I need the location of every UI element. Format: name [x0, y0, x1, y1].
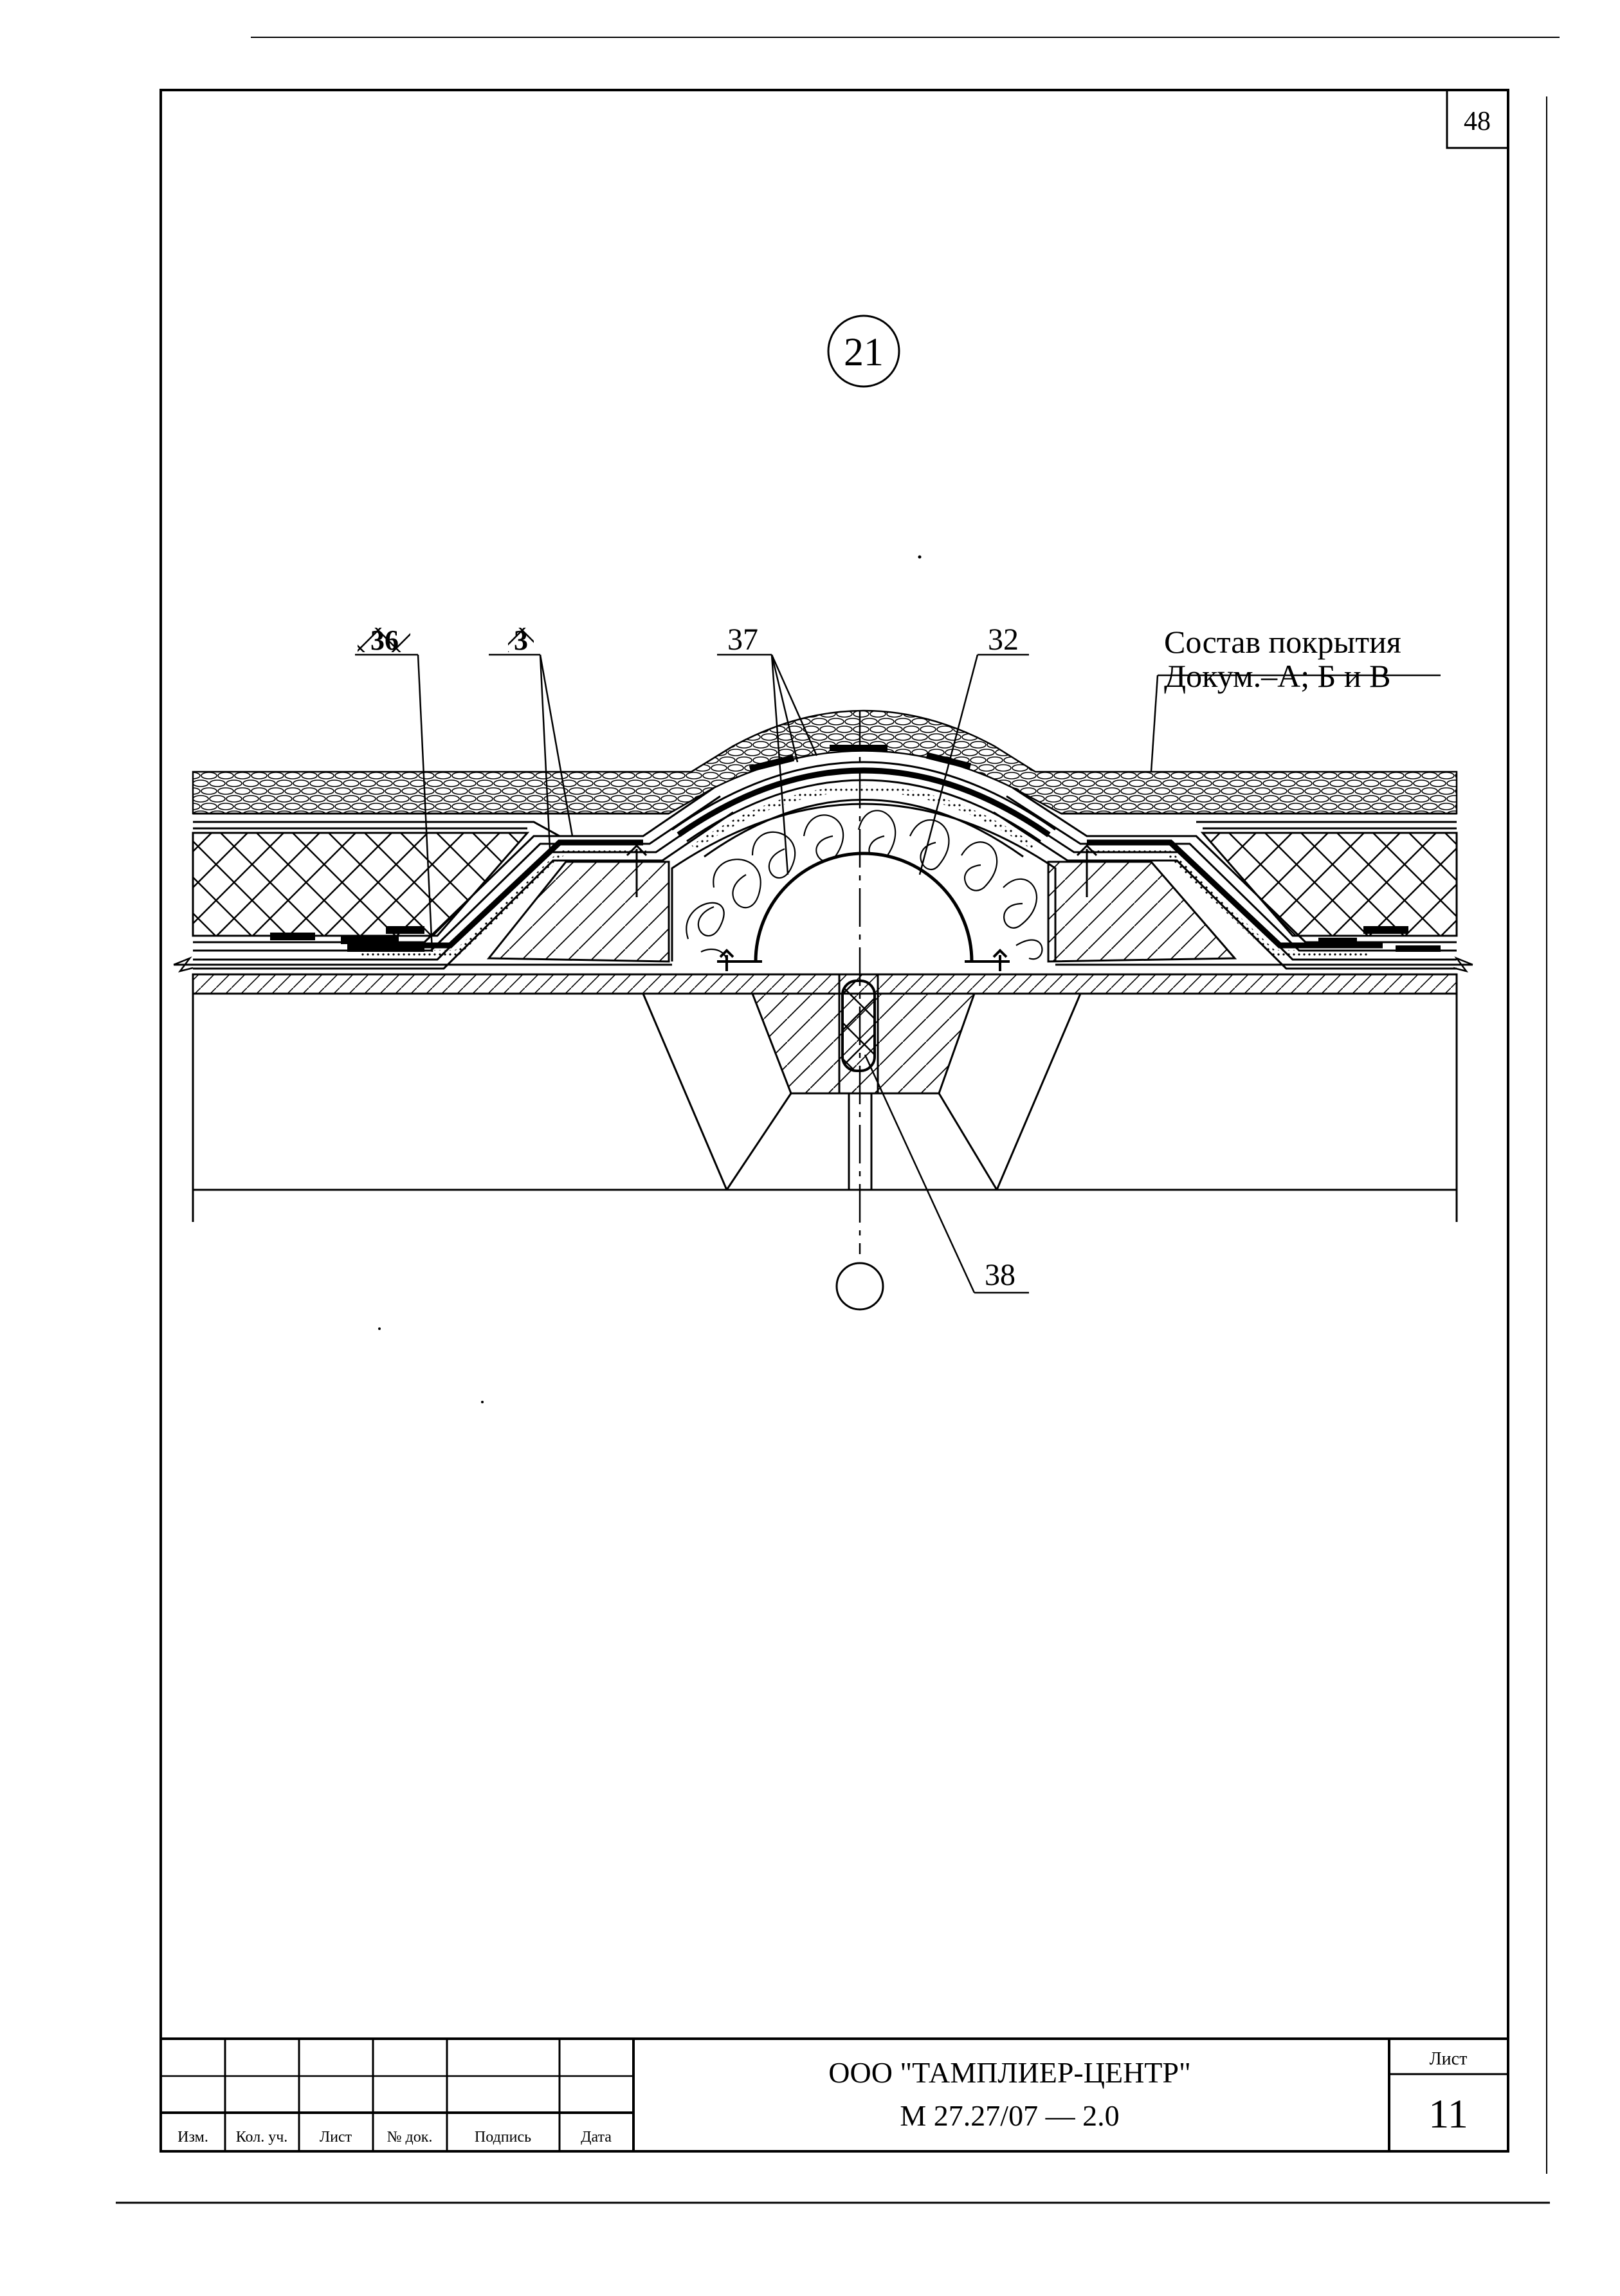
scan-specks — [378, 555, 922, 1403]
col-list: Лист — [320, 2129, 352, 2146]
callout-3-badge — [508, 628, 534, 652]
callout-38: 38 — [985, 1258, 1015, 1292]
beam-lines — [192, 993, 1458, 1222]
callout-36: 36 — [370, 624, 399, 656]
roof-note-line2: Докум.–А; Б и В — [1164, 658, 1391, 694]
roof-note-line1: Состав покрытия — [1164, 624, 1401, 660]
callout-32: 32 — [988, 623, 1019, 657]
dome-black-dashes — [749, 745, 972, 772]
black-strips-right — [1318, 926, 1441, 952]
sheet-number-top: 48 — [1464, 107, 1491, 136]
title-block-columns: Изм. Кол. уч. Лист № док. Подпись Дата — [177, 2129, 612, 2146]
col-signature: Подпись — [475, 2129, 531, 2146]
col-kol-uch: Кол. уч. — [236, 2129, 288, 2146]
spiral-filler — [686, 810, 1043, 962]
gravel-layer — [192, 709, 1458, 815]
arch-feet — [717, 949, 1010, 971]
slab — [192, 973, 1458, 995]
callout-3: 3 — [514, 624, 528, 656]
sheet-value: 11 — [1428, 2091, 1468, 2137]
dome-membranes — [671, 761, 1056, 858]
insulation-left — [192, 832, 530, 937]
col-izm: Изм. — [177, 2129, 208, 2146]
wedge-right — [1047, 861, 1237, 963]
joint-gap — [838, 973, 879, 1095]
callout-37: 37 — [727, 623, 758, 657]
sealant-cord — [841, 979, 876, 1072]
company-name: ООО "ТАМПЛИЕР-ЦЕНТР" — [828, 2056, 1191, 2089]
sheet-frame — [159, 89, 1509, 2153]
title-block — [159, 2037, 1509, 2153]
detail-number: 21 — [844, 331, 884, 374]
base-lines — [173, 956, 1473, 973]
dotted-layer-left — [360, 849, 646, 956]
callout-leaders — [355, 653, 1441, 1294]
sheet-label: Лист — [1430, 2049, 1468, 2069]
wedge-left — [486, 861, 670, 963]
membrane-lines-right — [1061, 812, 1457, 830]
detail-marker — [827, 314, 900, 388]
col-doc-no: № док. — [387, 2129, 433, 2146]
black-membrane-left — [347, 839, 643, 949]
black-strips-left — [270, 926, 424, 952]
col-date: Дата — [581, 2129, 612, 2146]
callout-36-badge — [358, 628, 410, 652]
dotted-layer-right — [1084, 849, 1370, 956]
inner-arch — [754, 852, 974, 962]
sheet-number-box — [1446, 89, 1509, 149]
scan-edges — [116, 37, 1560, 2204]
wedge-anchors — [626, 844, 1098, 897]
compensator-outline — [671, 803, 1057, 961]
roof-section — [173, 709, 1473, 1311]
axis-marker — [835, 1262, 884, 1311]
document-code: М 27.27/07 — 2.0 — [900, 2099, 1119, 2132]
